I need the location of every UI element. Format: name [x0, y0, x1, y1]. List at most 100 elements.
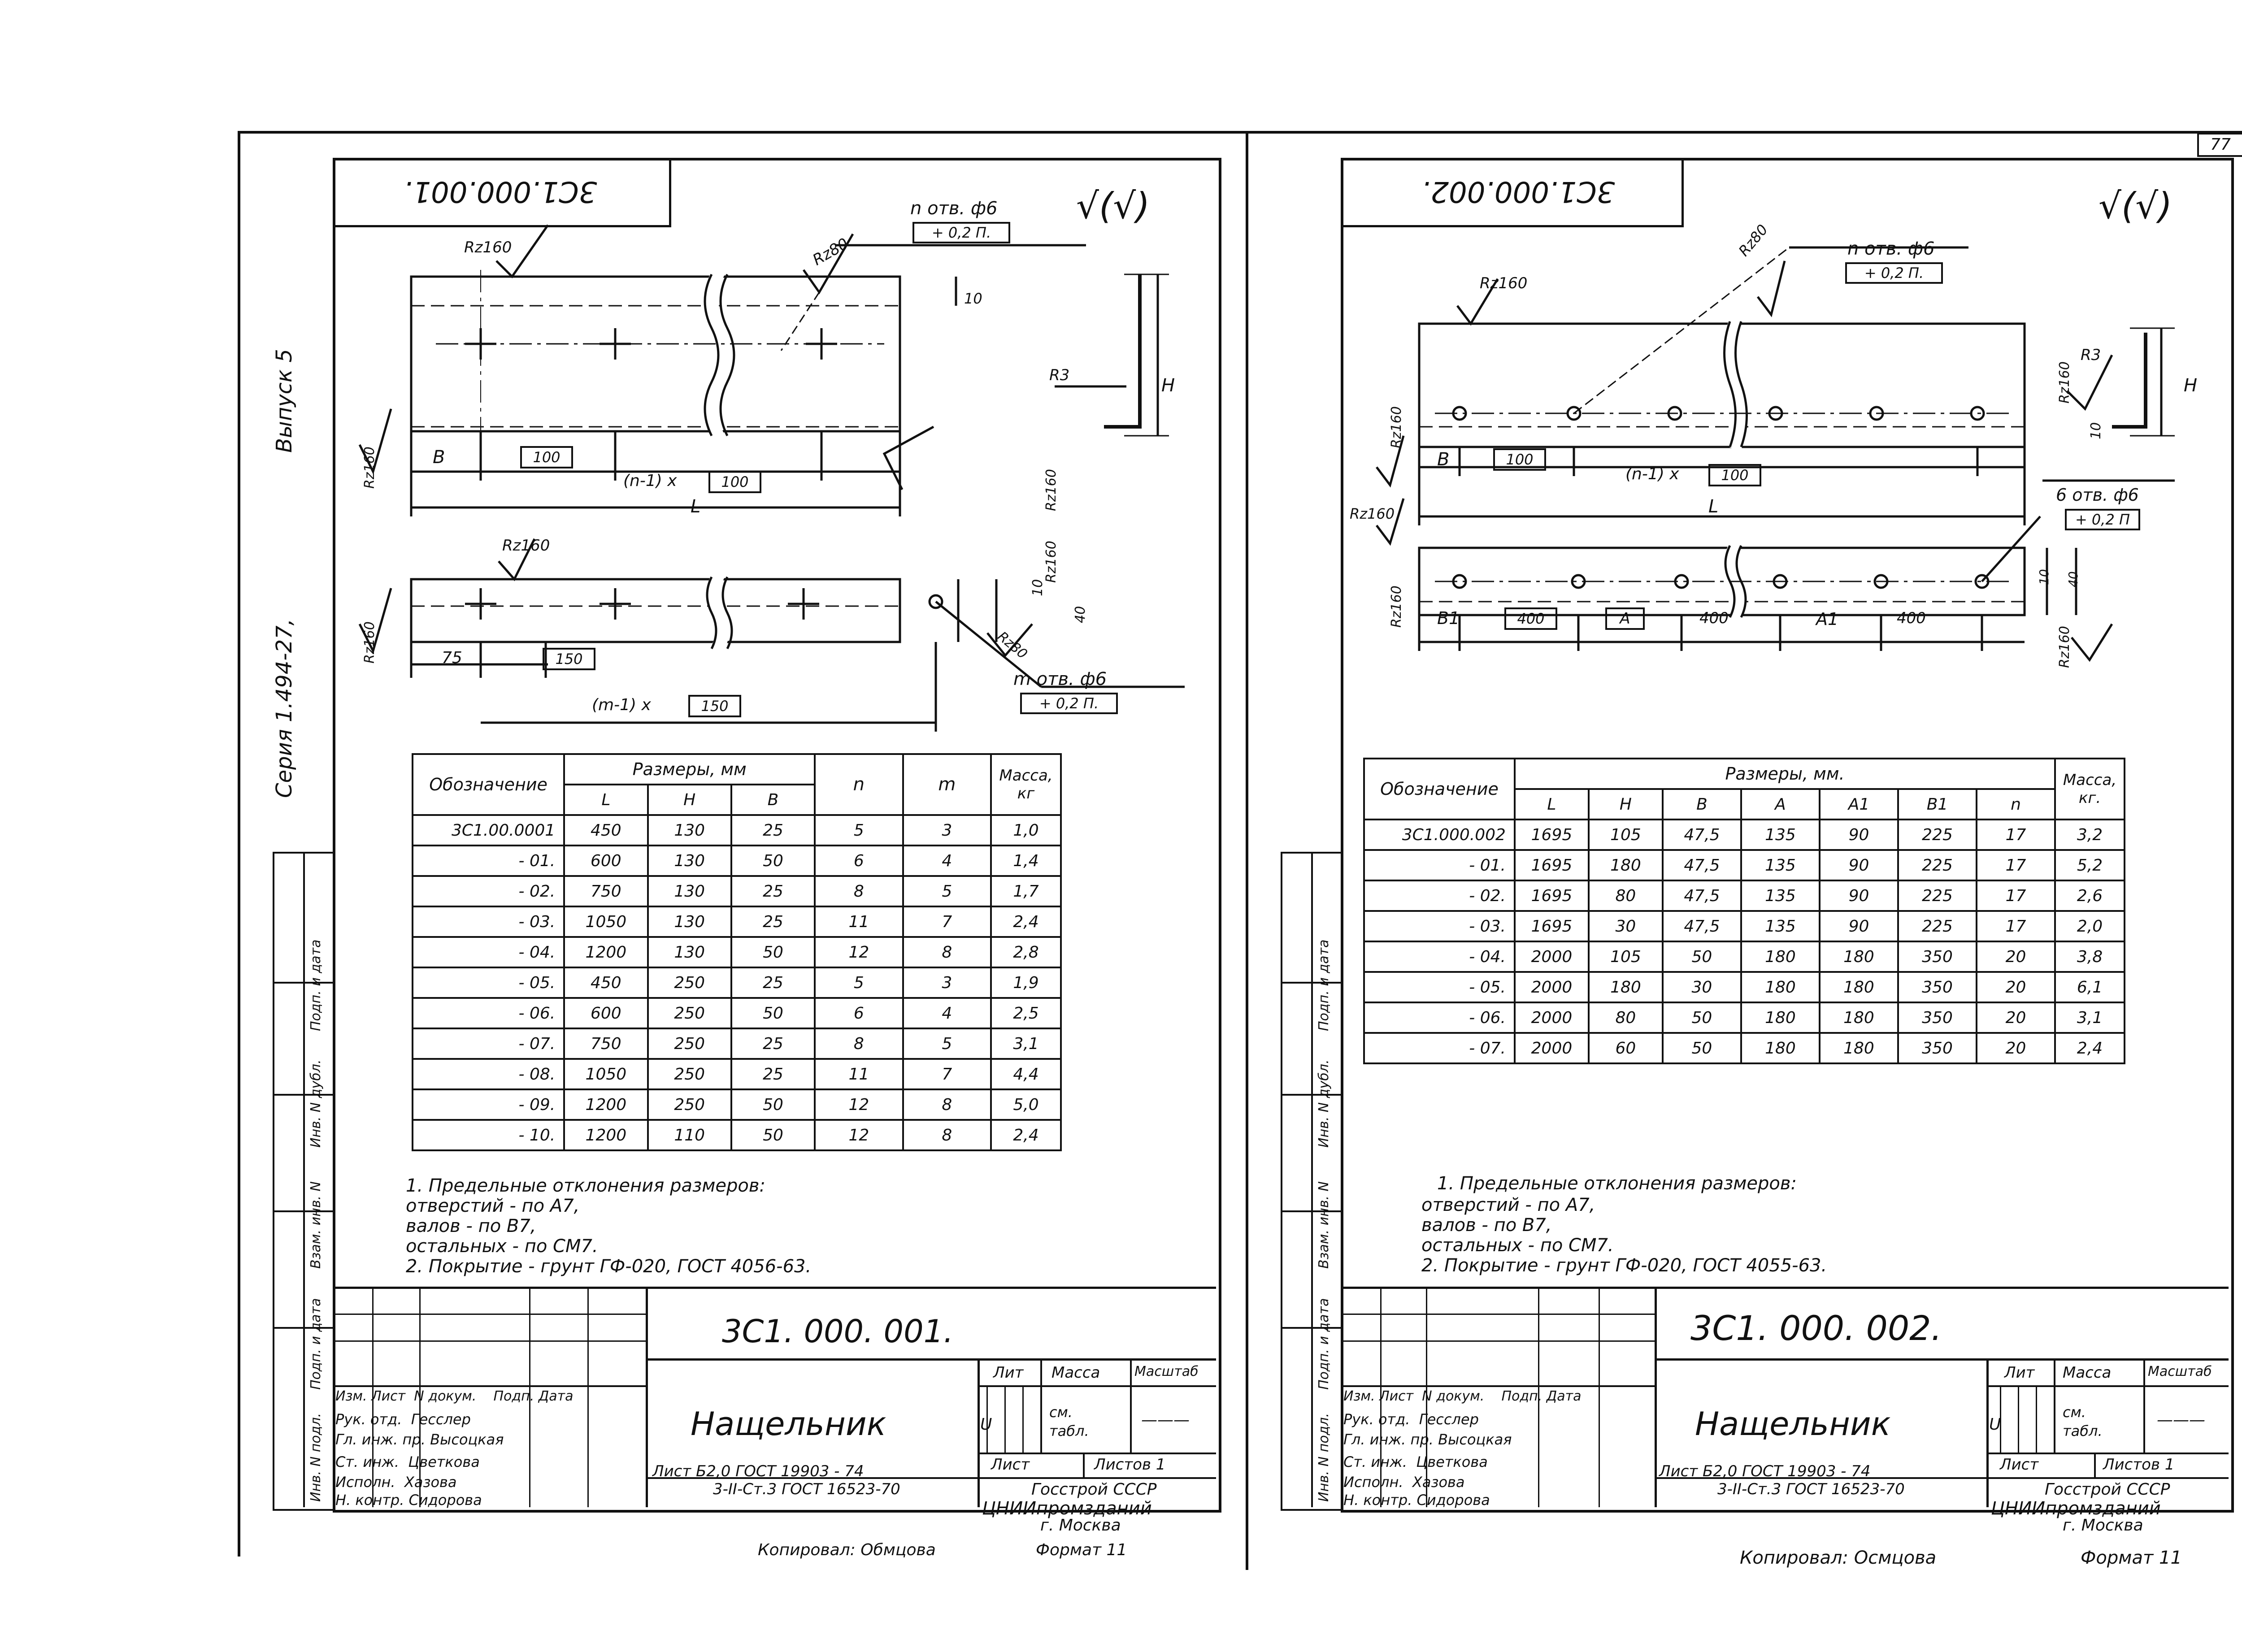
left-roles-h0: [333, 1314, 646, 1315]
right-table-cell: 60: [1587, 1032, 1664, 1064]
right-table-cell: - 07.: [1363, 1032, 1516, 1064]
left-holes-n: n отв. ф6: [910, 198, 998, 219]
right-dim-10b: 10: [2037, 569, 2051, 585]
right-role-head: Изм. Лист N докум. Подп. Дата: [1343, 1388, 1582, 1404]
left-head-sizes: Размеры, мм: [563, 753, 816, 785]
right-table-cell: 90: [1818, 910, 1899, 942]
stamp-label-4: Инв. N дубл.: [308, 1059, 324, 1148]
left-table-cell: 11: [814, 1058, 904, 1090]
left-rz160-c: Rz160: [1043, 469, 1059, 511]
left-table-cell: 11: [814, 906, 904, 938]
left-role-2: Гл. инж. пр. Высоцкая: [335, 1431, 504, 1448]
right-dim-b: B: [1437, 449, 1450, 470]
left-dim-h: H: [1161, 375, 1175, 396]
left-copied: Копировал: Обмцова: [758, 1541, 936, 1559]
right-stamp-div-2: [1281, 1094, 1341, 1096]
left-stamp-div-4: [273, 1327, 333, 1329]
left-table-cell: 25: [730, 967, 816, 999]
left-table-cell: 130: [647, 875, 732, 907]
left-table-cell: 1050: [563, 1058, 649, 1090]
right-sheets: Листов 1: [2103, 1456, 2175, 1474]
right-table-cell: - 05.: [1363, 971, 1516, 1003]
right-table-cell: 105: [1587, 941, 1664, 973]
right-material-1: Лист Б2,0 ГОСТ 19903 - 74: [1659, 1462, 1871, 1480]
left-tb-v3: [1040, 1358, 1042, 1453]
left-top-code-box: [333, 158, 671, 227]
left-sheets: Листов 1: [1094, 1456, 1166, 1474]
right-table-cell: 2,0: [2054, 910, 2125, 942]
right-table-cell: 17: [1976, 849, 2056, 881]
right-tb-v3: [2054, 1358, 2055, 1453]
left-table-cell: 8: [814, 1028, 904, 1060]
right-table-cell: 350: [1897, 1002, 1978, 1034]
left-lit: Лит: [993, 1364, 1024, 1382]
left-table-cell: 130: [647, 845, 732, 877]
left-plate-bottom: [410, 578, 901, 643]
right-tb-v6: [2018, 1385, 2019, 1453]
left-table-cell: 8: [902, 1119, 992, 1151]
right-stamp-label-5: Подп. и дата: [1316, 939, 1332, 1031]
left-table-cell: 5: [814, 967, 904, 999]
left-table-cell: 1200: [563, 936, 649, 968]
left-role-head: Изм. Лист N докум. Подп. Дата: [335, 1388, 574, 1404]
right-table-cell: 3,2: [2054, 819, 2125, 851]
right-roles-h1: [1341, 1340, 1655, 1342]
right-table-cell: 3,8: [2054, 941, 2125, 973]
right-stamp-inner: [1311, 852, 1313, 1507]
left-m-pitch: (m-1) x: [592, 696, 651, 714]
left-table-cell: 750: [563, 1028, 649, 1060]
right-note-1: 1. Предельные отклонения размеров:: [1437, 1173, 1797, 1194]
right-table-cell: 225: [1897, 910, 1978, 942]
left-roles-v2: [419, 1287, 421, 1507]
right-table-cell: 1695: [1513, 819, 1590, 851]
left-table-cell: 110: [647, 1119, 732, 1151]
right-table-cell: 350: [1897, 971, 1978, 1003]
right-table-cell: - 04.: [1363, 941, 1516, 973]
right-dim-a1: A1: [1816, 609, 1839, 629]
right-top-code-box: [1341, 158, 1684, 227]
left-roles-v3: [529, 1287, 530, 1507]
left-table-cell: 50: [730, 1088, 816, 1121]
right-tb-h3: [1986, 1453, 2229, 1454]
right-table-cell: 2000: [1513, 1002, 1590, 1034]
right-role-1: Рук. отд. Гесслер: [1343, 1411, 1479, 1428]
left-stamp-div-3: [273, 1210, 333, 1212]
right-table-cell: 90: [1818, 849, 1899, 881]
right-material-2: 3-II-Ст.3 ГОСТ 16523-70: [1717, 1480, 1905, 1498]
right-tb-h4: [1986, 1477, 2229, 1479]
left-org-2: ЦНИИпромзданий: [982, 1498, 1152, 1519]
right-table-cell: 2000: [1513, 1032, 1590, 1064]
right-sheet: Лист: [2000, 1456, 2039, 1474]
left-table-cell: 2,4: [990, 906, 1062, 938]
right-tb-v8: [2094, 1453, 2096, 1477]
right-table-cell: 47,5: [1661, 910, 1742, 942]
left-holes-m: m отв. ф6: [1013, 669, 1107, 689]
right-table-cell: 17: [1976, 880, 2056, 912]
right-dim-a: A: [1605, 607, 1645, 630]
right-table-cell: 20: [1976, 1032, 2056, 1064]
left-rz160-a: Rz160: [464, 238, 512, 256]
right-table-cell: 135: [1740, 880, 1821, 912]
left-table-cell: - 07.: [411, 1028, 565, 1060]
left-stamp-div-2: [273, 1094, 333, 1096]
left-title-block: [333, 1287, 1216, 1509]
left-dim-r3: R3: [1049, 366, 1070, 384]
right-table-cell: 20: [1976, 971, 2056, 1003]
left-rz160-f: Rz160: [362, 621, 378, 663]
right-table-cell: 17: [1976, 910, 2056, 942]
left-table-cell: - 02.: [411, 875, 565, 907]
left-plate-top: [410, 275, 901, 433]
right-rz160-d: Rz160: [1350, 505, 1395, 522]
left-role-1: Рук. отд. Гесслер: [335, 1411, 471, 1428]
right-roughness-symbol: √(√): [2099, 185, 2172, 227]
right-holes-6: 6 отв. ф6: [2056, 485, 2139, 505]
right-tb-v2: [1986, 1358, 1989, 1507]
right-table-cell: 180: [1818, 1002, 1899, 1034]
left-table-cell: 450: [563, 967, 649, 999]
right-rz160-b: Rz160: [1389, 406, 1404, 448]
